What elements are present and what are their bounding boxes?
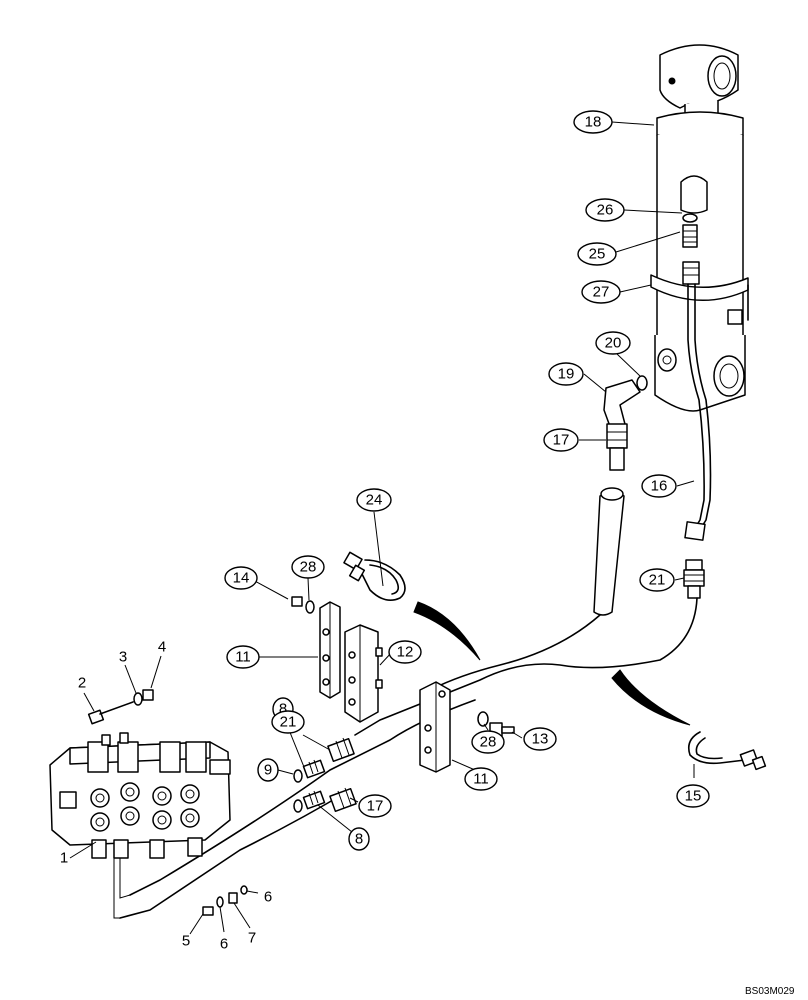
hose-clamp-block-12 — [344, 624, 383, 723]
label-7[interactable]: 7 — [248, 930, 256, 947]
drawing-reference: BS03M029 — [745, 986, 795, 997]
label-2[interactable]: 2 — [78, 675, 86, 692]
svg-text:14: 14 — [233, 570, 250, 587]
fitting-21-upper — [683, 559, 705, 599]
hose-clamp-block-11-lower — [419, 681, 451, 773]
svg-text:18: 18 — [585, 114, 602, 131]
svg-text:28: 28 — [300, 559, 317, 576]
washer-6a — [216, 896, 224, 908]
washer-6b — [240, 885, 248, 895]
callout-25[interactable]: 25 — [577, 242, 617, 266]
svg-text:8: 8 — [355, 831, 363, 848]
svg-text:8: 8 — [279, 701, 287, 718]
svg-text:21: 21 — [280, 714, 297, 731]
svg-text:17: 17 — [553, 432, 570, 449]
callout-13[interactable]: 13 — [523, 727, 557, 751]
label-6-upper[interactable]: 6 — [264, 889, 272, 906]
svg-text:12: 12 — [397, 644, 414, 661]
callout-11-upper[interactable]: 11 — [226, 645, 260, 669]
arrow-to-clamp-24 — [413, 601, 481, 661]
hydraulic-hose — [593, 491, 625, 616]
fitting-21-lower — [327, 737, 355, 763]
callout-26[interactable]: 26 — [585, 198, 625, 222]
svg-text:15: 15 — [685, 788, 702, 805]
callout-9[interactable]: 9 — [257, 758, 279, 782]
oring-9-lower — [293, 799, 303, 813]
callout-8-lower[interactable]: 8 — [348, 827, 370, 851]
callout-14[interactable]: 14 — [224, 566, 258, 590]
callout-17-lower[interactable]: 17 — [358, 794, 392, 818]
svg-text:20: 20 — [605, 335, 622, 352]
svg-text:17: 17 — [367, 798, 384, 815]
svg-text:13: 13 — [532, 731, 549, 748]
nut-14 — [291, 596, 303, 607]
elbow-fitting — [603, 375, 648, 433]
label-5[interactable]: 5 — [182, 933, 190, 950]
hydraulic-tube — [687, 283, 705, 529]
callout-17-upper[interactable]: 17 — [543, 428, 579, 452]
washer-3 — [133, 692, 143, 706]
svg-text:27: 27 — [593, 284, 610, 301]
svg-text:11: 11 — [235, 649, 251, 666]
callout-20[interactable]: 20 — [595, 331, 631, 355]
callout-12[interactable]: 12 — [388, 640, 422, 664]
svg-text:24: 24 — [366, 492, 383, 509]
label-3[interactable]: 3 — [119, 649, 127, 666]
callout-28-upper[interactable]: 28 — [291, 555, 325, 579]
oring-9-upper — [293, 769, 303, 783]
control-valve — [49, 732, 231, 859]
callout-28-lower[interactable]: 28 — [471, 730, 505, 754]
callout-21-upper[interactable]: 21 — [639, 568, 675, 592]
svg-text:9: 9 — [264, 762, 272, 779]
screw-5 — [202, 906, 214, 916]
callout-16[interactable]: 16 — [641, 474, 677, 498]
washer-28-lower — [477, 711, 489, 727]
svg-text:19: 19 — [558, 366, 575, 383]
hydraulic-cylinder — [650, 44, 749, 412]
label-6-lower[interactable]: 6 — [220, 936, 228, 953]
label-1[interactable]: 1 — [60, 850, 68, 867]
fitting-17-lower — [329, 787, 357, 813]
svg-text:25: 25 — [589, 246, 606, 263]
svg-text:28: 28 — [480, 734, 497, 751]
hose-fitting-upper — [606, 423, 628, 471]
callout-27[interactable]: 27 — [581, 280, 621, 304]
adapter-8-upper — [302, 759, 326, 779]
callout-15[interactable]: 15 — [676, 784, 710, 808]
clip-7 — [228, 892, 238, 904]
washer-28-upper — [305, 600, 315, 614]
callout-21-lower[interactable]: 21 — [271, 710, 305, 734]
clamp-24 — [343, 551, 406, 601]
svg-text:26: 26 — [597, 202, 614, 219]
clamp-15 — [687, 731, 767, 771]
leader-lines — [69, 121, 695, 935]
label-4[interactable]: 4 — [158, 639, 166, 656]
callout-11-lower[interactable]: 11 — [464, 767, 498, 791]
adapter-8-lower — [302, 790, 326, 810]
svg-text:21: 21 — [649, 572, 666, 589]
nut-4 — [142, 689, 154, 701]
callout-18[interactable]: 18 — [573, 110, 613, 134]
svg-text:11: 11 — [473, 771, 489, 788]
hose-clamp-block-11-upper — [319, 601, 341, 699]
callout-24[interactable]: 24 — [356, 488, 392, 512]
svg-text:16: 16 — [651, 478, 668, 495]
callout-19[interactable]: 19 — [548, 362, 584, 386]
bolt-2 — [87, 701, 134, 725]
arrow-to-clamp-15 — [611, 669, 691, 726]
